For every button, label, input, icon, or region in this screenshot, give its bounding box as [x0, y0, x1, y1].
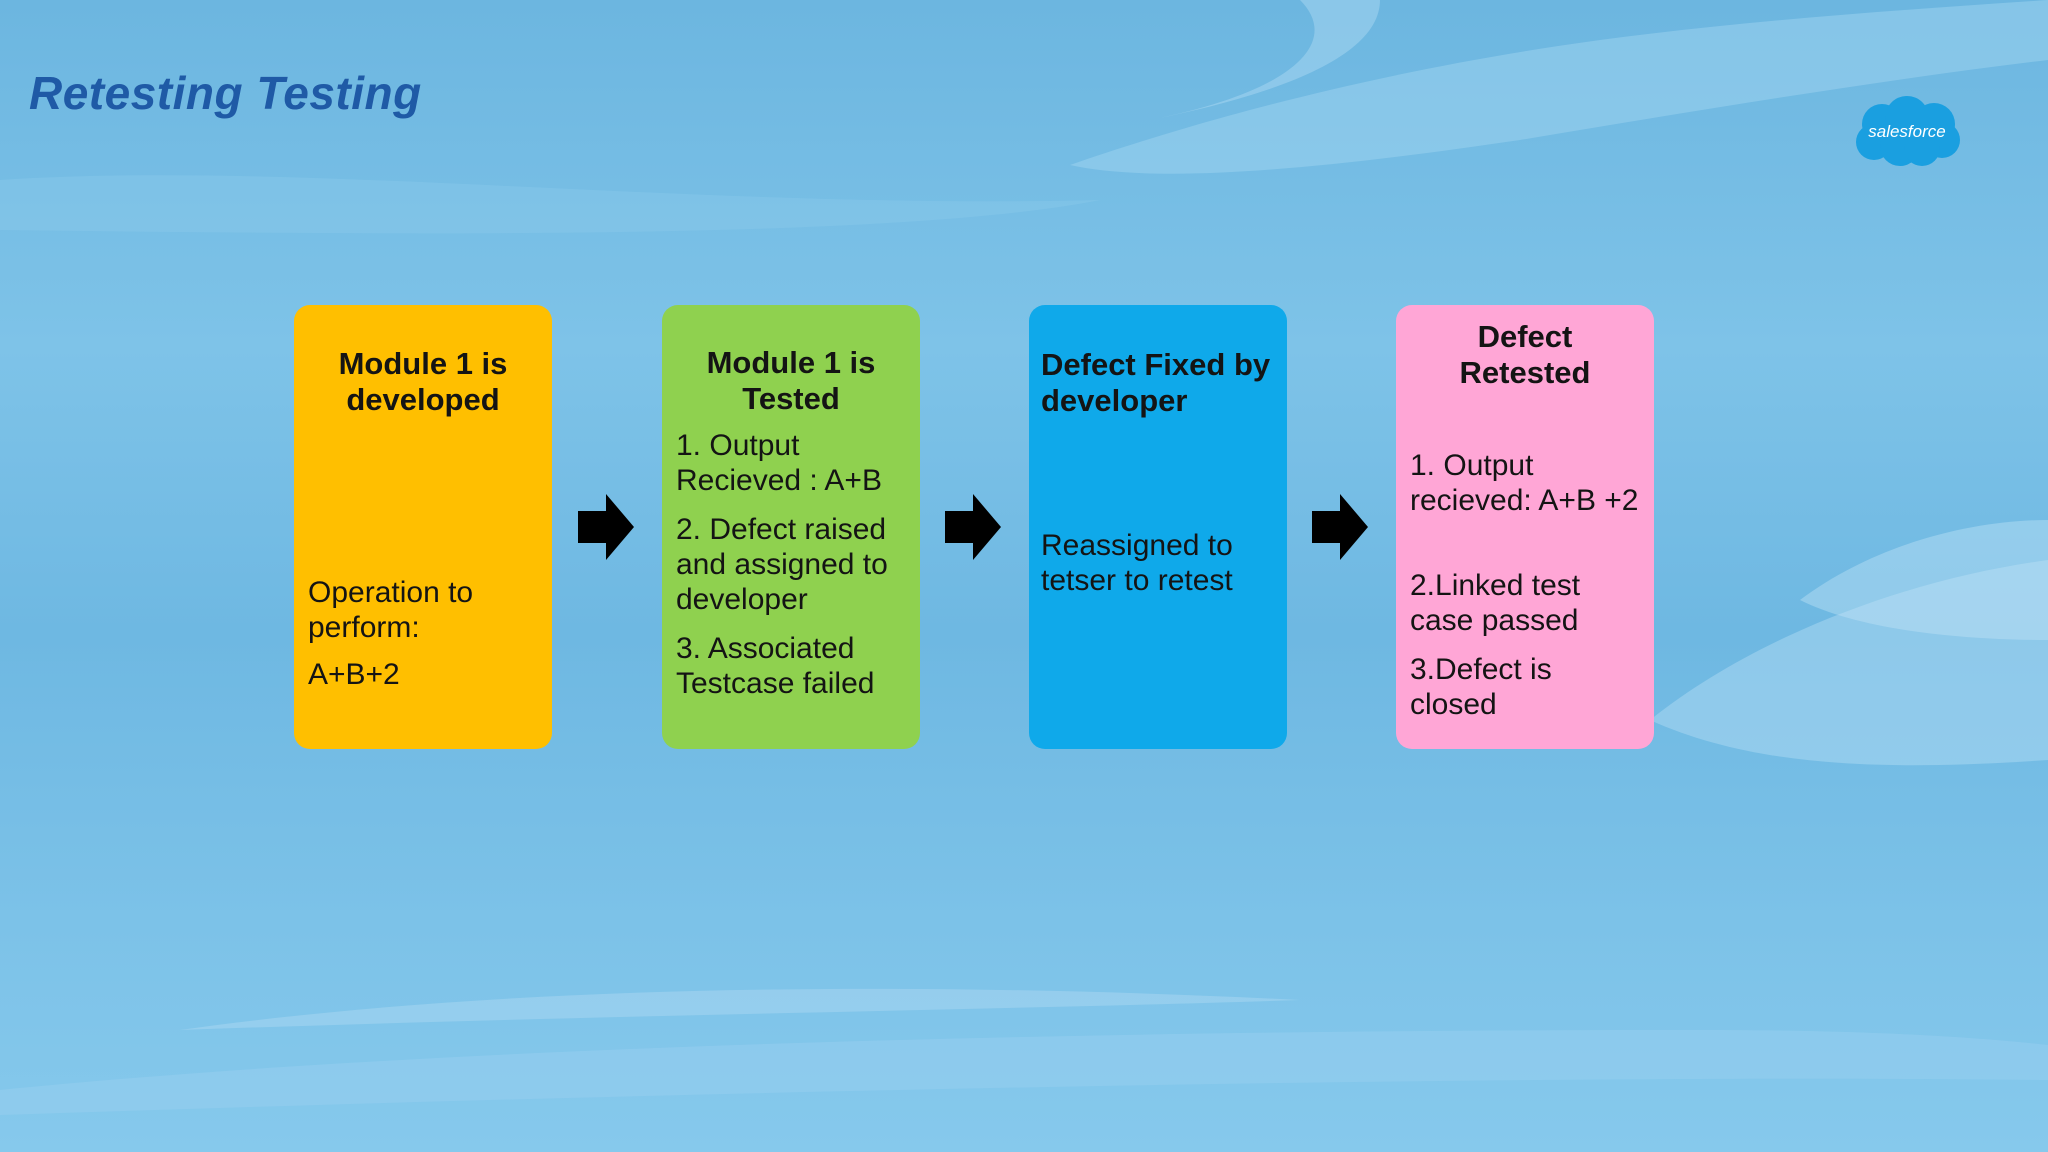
right-arrow-icon [945, 494, 1001, 560]
step-detail: 2. Defect raised and assigned to develop… [676, 513, 888, 616]
logo-text: salesforce [1868, 122, 1946, 141]
step-heading: Module 1 is developed [338, 346, 508, 417]
step-detail: 1. Output Recieved : A+B [676, 429, 882, 497]
right-arrow-icon [1312, 494, 1368, 560]
step-heading: Defect Retested [1459, 319, 1591, 390]
step-box-defect-fixed: Defect Fixed by developer Reassigned to … [1029, 305, 1287, 749]
step-box-module-tested: Module 1 is Tested 1. Output Recieved : … [662, 305, 920, 749]
slide-title: Retesting Testing [29, 67, 422, 119]
step-box-defect-retested: Defect Retested 1. Output recieved: A+B … [1396, 305, 1654, 749]
right-arrow-icon [578, 494, 634, 560]
step-heading: Module 1 is Tested [706, 345, 876, 416]
salesforce-logo-icon [1856, 96, 1960, 166]
step-detail: Reassigned to tetser to retest [1041, 529, 1233, 597]
step-detail: A+B+2 [308, 658, 400, 691]
step-detail: 2.Linked test case passed [1410, 569, 1581, 637]
step-detail: 1. Output recieved: A+B +2 [1410, 449, 1639, 517]
step-detail: Operation to perform: [308, 576, 474, 644]
step-box-module-developed: Module 1 is developed Operation to perfo… [294, 305, 552, 749]
step-heading: Defect Fixed by developer [1041, 347, 1271, 418]
step-detail: 3. Associated Testcase failed [676, 632, 875, 700]
step-detail: 3.Defect is closed [1410, 653, 1552, 721]
